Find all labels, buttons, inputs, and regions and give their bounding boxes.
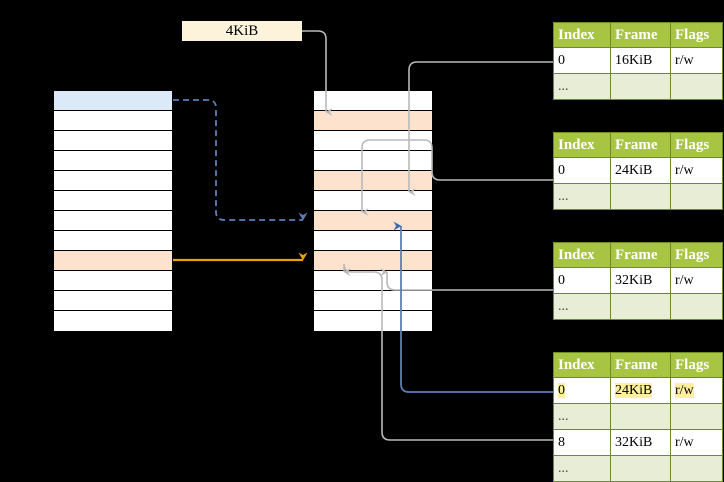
cell-index: ...: [553, 403, 611, 430]
cell-flags: [670, 73, 723, 100]
table2-header-flags: Flags: [670, 132, 723, 158]
physical-memory-column: [313, 90, 433, 331]
table2-header-frame: Frame: [610, 132, 671, 158]
physical-frame-row[interactable]: [314, 211, 432, 231]
physical-frame-row[interactable]: [314, 191, 432, 211]
virtual-page-row[interactable]: [54, 291, 172, 311]
cell-frame: [610, 455, 671, 482]
cell-index: 0: [553, 157, 611, 184]
table-row[interactable]: ...: [553, 73, 723, 100]
cell-flags: [670, 403, 723, 430]
virtual-page-row[interactable]: [54, 251, 172, 271]
table3-header-frame: Frame: [610, 242, 671, 268]
page-size-label: 4KiB: [182, 21, 302, 41]
table4-header-index: Index: [553, 352, 611, 378]
page-table-1: Index Frame Flags 0 16KiB r/w ...: [553, 22, 723, 100]
table3-header-flags: Flags: [670, 242, 723, 268]
physical-frame-row[interactable]: [314, 311, 432, 331]
table1-header-index: Index: [553, 22, 611, 48]
physical-frame-row[interactable]: [314, 251, 432, 271]
cell-index-value: 0: [558, 382, 565, 398]
cell-frame: [610, 73, 671, 100]
table3-header-index: Index: [553, 242, 611, 268]
cell-index: 0: [553, 267, 611, 294]
virtual-page-row[interactable]: [54, 211, 172, 231]
table-row[interactable]: 0 24KiB r/w: [553, 377, 723, 404]
cell-flags: r/w: [670, 267, 723, 294]
physical-frame-row[interactable]: [314, 111, 432, 131]
page-table-2: Index Frame Flags 0 24KiB r/w ...: [553, 132, 723, 210]
physical-frame-row[interactable]: [314, 171, 432, 191]
cell-flags: [670, 455, 723, 482]
cell-frame: [610, 293, 671, 320]
table-row[interactable]: 8 32KiB r/w: [553, 429, 723, 456]
virtual-address-space-column: [53, 90, 173, 331]
table1-header-flags: Flags: [670, 22, 723, 48]
cell-flags: [670, 183, 723, 210]
physical-frame-row[interactable]: [314, 131, 432, 151]
cell-index: ...: [553, 455, 611, 482]
cell-frame: [610, 183, 671, 210]
virtual-page-row[interactable]: [54, 131, 172, 151]
table-row[interactable]: ...: [553, 293, 723, 320]
cell-flags: r/w: [670, 429, 723, 456]
table-row[interactable]: 0 16KiB r/w: [553, 47, 723, 74]
virtual-page-row[interactable]: [54, 111, 172, 131]
table2-header-index: Index: [553, 132, 611, 158]
cell-frame: 32KiB: [610, 429, 671, 456]
table4-header-frame: Frame: [610, 352, 671, 378]
cell-index: ...: [553, 293, 611, 320]
table-row[interactable]: ...: [553, 183, 723, 210]
virtual-page-row[interactable]: [54, 191, 172, 211]
virtual-page-row[interactable]: [54, 271, 172, 291]
physical-frame-row[interactable]: [314, 291, 432, 311]
virtual-page-row[interactable]: [54, 311, 172, 331]
cell-flags: r/w: [670, 157, 723, 184]
connector-virtual-page-to-frame-dashed: [173, 99, 308, 221]
table-row[interactable]: 0 24KiB r/w: [553, 157, 723, 184]
table1-header-frame: Frame: [610, 22, 671, 48]
cell-flags: r/w: [670, 377, 723, 404]
virtual-page-row[interactable]: [54, 231, 172, 251]
physical-frame-row[interactable]: [314, 271, 432, 291]
virtual-page-row[interactable]: [54, 171, 172, 191]
virtual-page-row[interactable]: [54, 151, 172, 171]
cell-frame-value: 24KiB: [615, 382, 653, 398]
cell-flags-value: r/w: [675, 382, 694, 398]
table4-header-flags: Flags: [670, 352, 723, 378]
page-table-4: Index Frame Flags 0 24KiB r/w ... 8 32Ki…: [553, 352, 723, 482]
cell-frame: 24KiB: [610, 157, 671, 184]
table-row[interactable]: ...: [553, 403, 723, 430]
page-table-3: Index Frame Flags 0 32KiB r/w ...: [553, 242, 723, 320]
physical-frame-row[interactable]: [314, 231, 432, 251]
table-row[interactable]: 0 32KiB r/w: [553, 267, 723, 294]
cell-index: 0: [553, 377, 611, 404]
cell-frame: 16KiB: [610, 47, 671, 74]
cell-flags: [670, 293, 723, 320]
physical-frame-row[interactable]: [314, 91, 432, 111]
cell-index: ...: [553, 73, 611, 100]
cell-frame: 32KiB: [610, 267, 671, 294]
table-row[interactable]: ...: [553, 455, 723, 482]
cell-frame: 24KiB: [610, 377, 671, 404]
cell-frame: [610, 403, 671, 430]
physical-frame-row[interactable]: [314, 151, 432, 171]
virtual-page-row[interactable]: [54, 91, 172, 111]
cell-index: 8: [553, 429, 611, 456]
cell-index: 0: [553, 47, 611, 74]
cell-index: ...: [553, 183, 611, 210]
cell-flags: r/w: [670, 47, 723, 74]
